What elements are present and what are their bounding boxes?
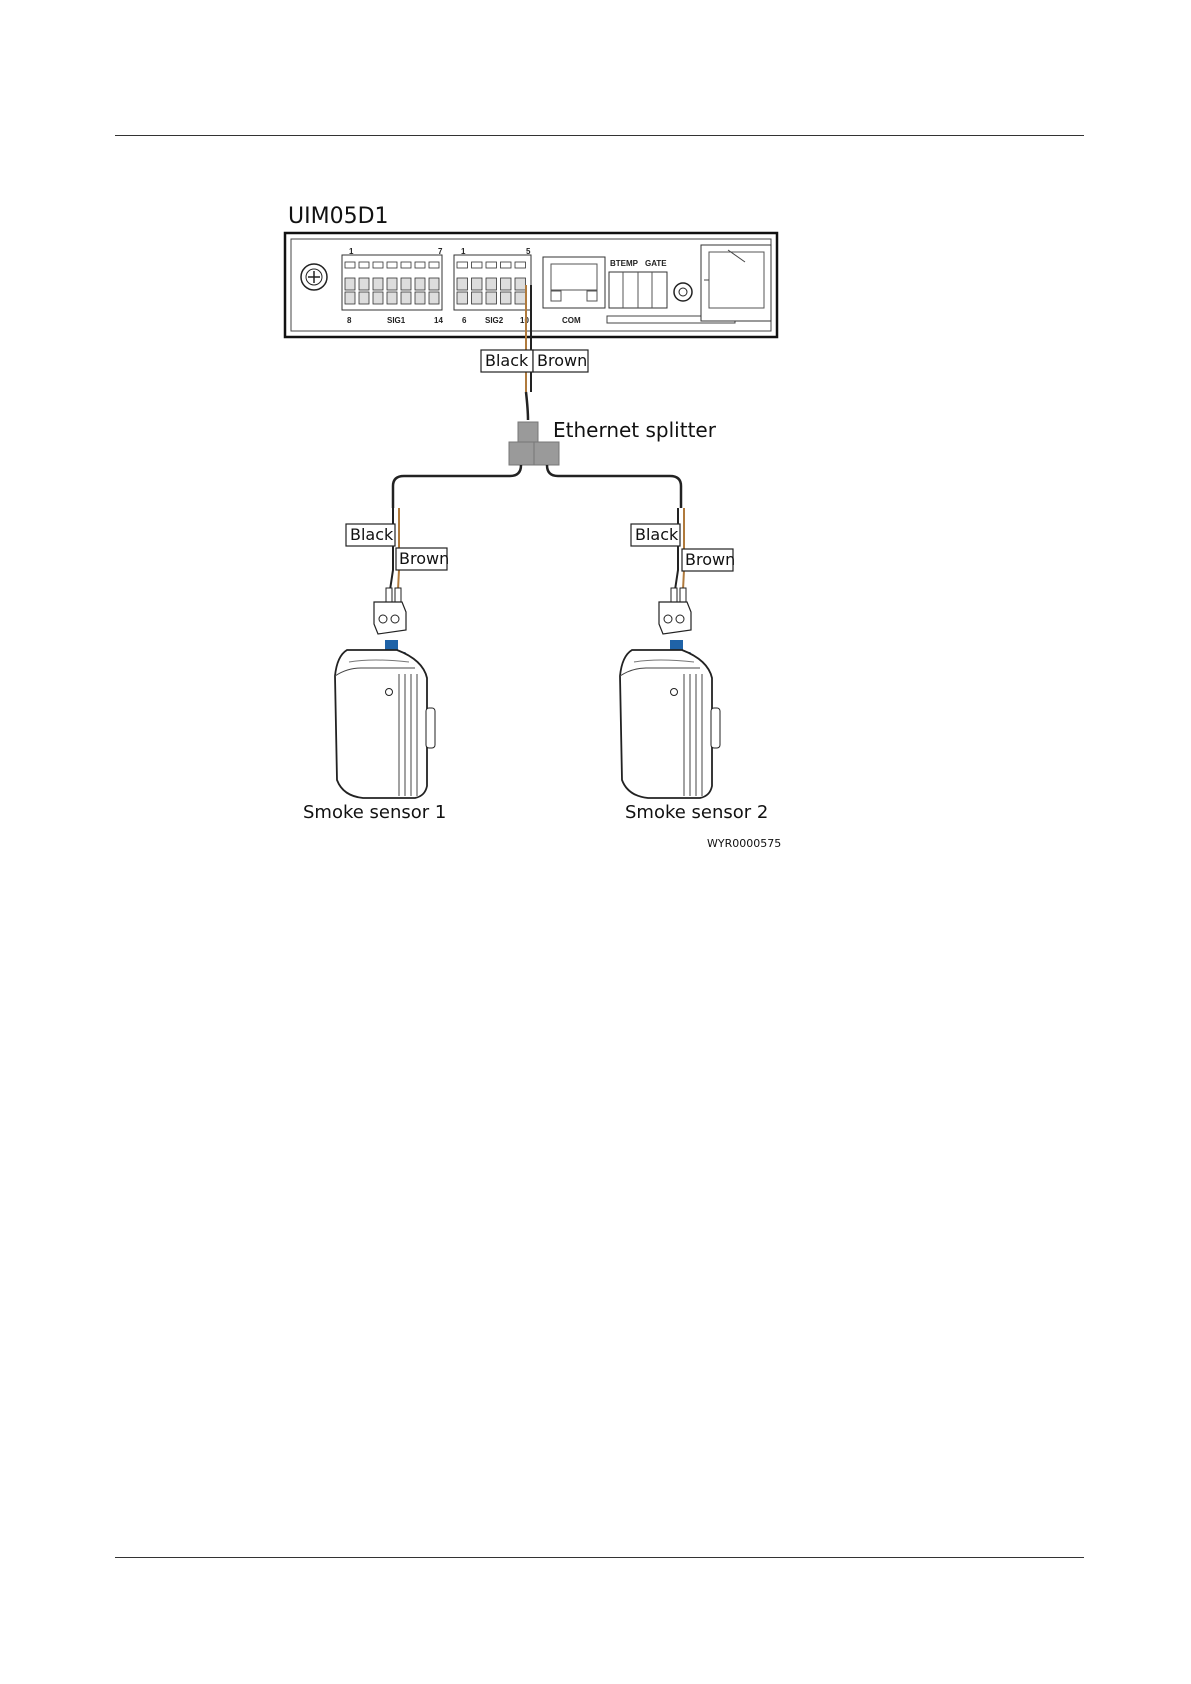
panel-right-module	[701, 245, 771, 321]
sig2-terminal-cell	[472, 262, 483, 268]
sig2-terminal-cell	[457, 262, 468, 268]
sig1-terminal-cell	[345, 292, 355, 304]
sig1-terminal-cell	[387, 262, 397, 268]
right-terminal-plug	[659, 588, 691, 634]
sig2-terminal-cell	[457, 292, 468, 304]
sig2-port-label: SIG2	[485, 316, 504, 325]
sig2-terminal-cell	[515, 278, 526, 290]
sig1-terminal-cell	[401, 278, 411, 290]
sig2-pin-10-label: 10	[520, 316, 529, 325]
right-brown-label: Brown	[685, 550, 735, 569]
left-terminal-plug	[374, 588, 406, 634]
sig1-terminal-cell	[359, 292, 369, 304]
sig2-pin-5-label: 5	[526, 247, 531, 256]
sig1-terminal-cell	[387, 292, 397, 304]
sig1-pin-14-label: 14	[434, 316, 443, 325]
left-black-label: Black	[350, 525, 394, 544]
sig1-terminal-cell	[429, 278, 439, 290]
sig2-terminal-cell	[472, 278, 483, 290]
left-brown-label: Brown	[399, 549, 449, 568]
device-model-label: UIM05D1	[288, 204, 389, 229]
sig1-terminal-cell	[387, 278, 397, 290]
left-branch-cable	[393, 465, 521, 508]
sig2-terminal-cell	[486, 278, 497, 290]
smoke-sensor-1-label: Smoke sensor 1	[303, 802, 446, 823]
screw-icon	[301, 264, 327, 290]
ethernet-splitter	[509, 422, 559, 465]
sig1-terminal-cell	[373, 262, 383, 268]
gate-port-label: GATE	[645, 259, 667, 268]
sig1-terminal-cell	[401, 262, 411, 268]
top-brown-label: Brown	[537, 351, 587, 370]
sig2-terminal-block	[454, 255, 531, 310]
ethernet-splitter-label: Ethernet splitter	[553, 418, 717, 442]
sig2-terminal-cell	[472, 292, 483, 304]
sig1-terminal-cell	[429, 292, 439, 304]
right-branch-cable	[547, 465, 681, 508]
sig1-terminal-cell	[345, 262, 355, 268]
sig1-terminal-cell	[345, 278, 355, 290]
sig1-pin-7-label: 7	[438, 247, 443, 256]
top-black-label: Black	[485, 351, 529, 370]
sig1-terminal-cell	[373, 278, 383, 290]
smoke-sensor-2-device	[620, 650, 720, 798]
sig2-terminal-cell	[501, 262, 512, 268]
smoke-sensor-2-label: Smoke sensor 2	[625, 802, 768, 823]
sig2-terminal-cell	[501, 292, 512, 304]
sig2-terminal-cell	[515, 262, 526, 268]
sig2-pin-6-label: 6	[462, 316, 467, 325]
sig1-terminal-block	[342, 255, 442, 310]
sig1-terminal-cell	[415, 292, 425, 304]
btemp-port-label: BTEMP	[610, 259, 639, 268]
sig1-terminal-cell	[415, 262, 425, 268]
sig1-pin-1-label: 1	[349, 247, 354, 256]
sig1-pin-8-label: 8	[347, 316, 352, 325]
sig1-terminal-cell	[359, 278, 369, 290]
sig1-terminal-cell	[359, 262, 369, 268]
smoke-sensor-1-device	[335, 650, 435, 798]
figure-code: WYR0000575	[707, 837, 781, 850]
sig1-terminal-cell	[401, 292, 411, 304]
sig2-terminal-cell	[501, 278, 512, 290]
sig2-terminal-cell	[457, 278, 468, 290]
sig2-terminal-cell	[486, 292, 497, 304]
sig1-port-label: SIG1	[387, 316, 406, 325]
sig1-terminal-cell	[415, 278, 425, 290]
com-port	[543, 257, 605, 308]
right-black-label: Black	[635, 525, 679, 544]
sig1-terminal-cell	[373, 292, 383, 304]
sig2-pin-1-label: 1	[461, 247, 466, 256]
com-port-label: COM	[562, 316, 581, 325]
sig2-terminal-cell	[515, 292, 526, 304]
sig2-terminal-cell	[486, 262, 497, 268]
sig1-terminal-cell	[429, 262, 439, 268]
